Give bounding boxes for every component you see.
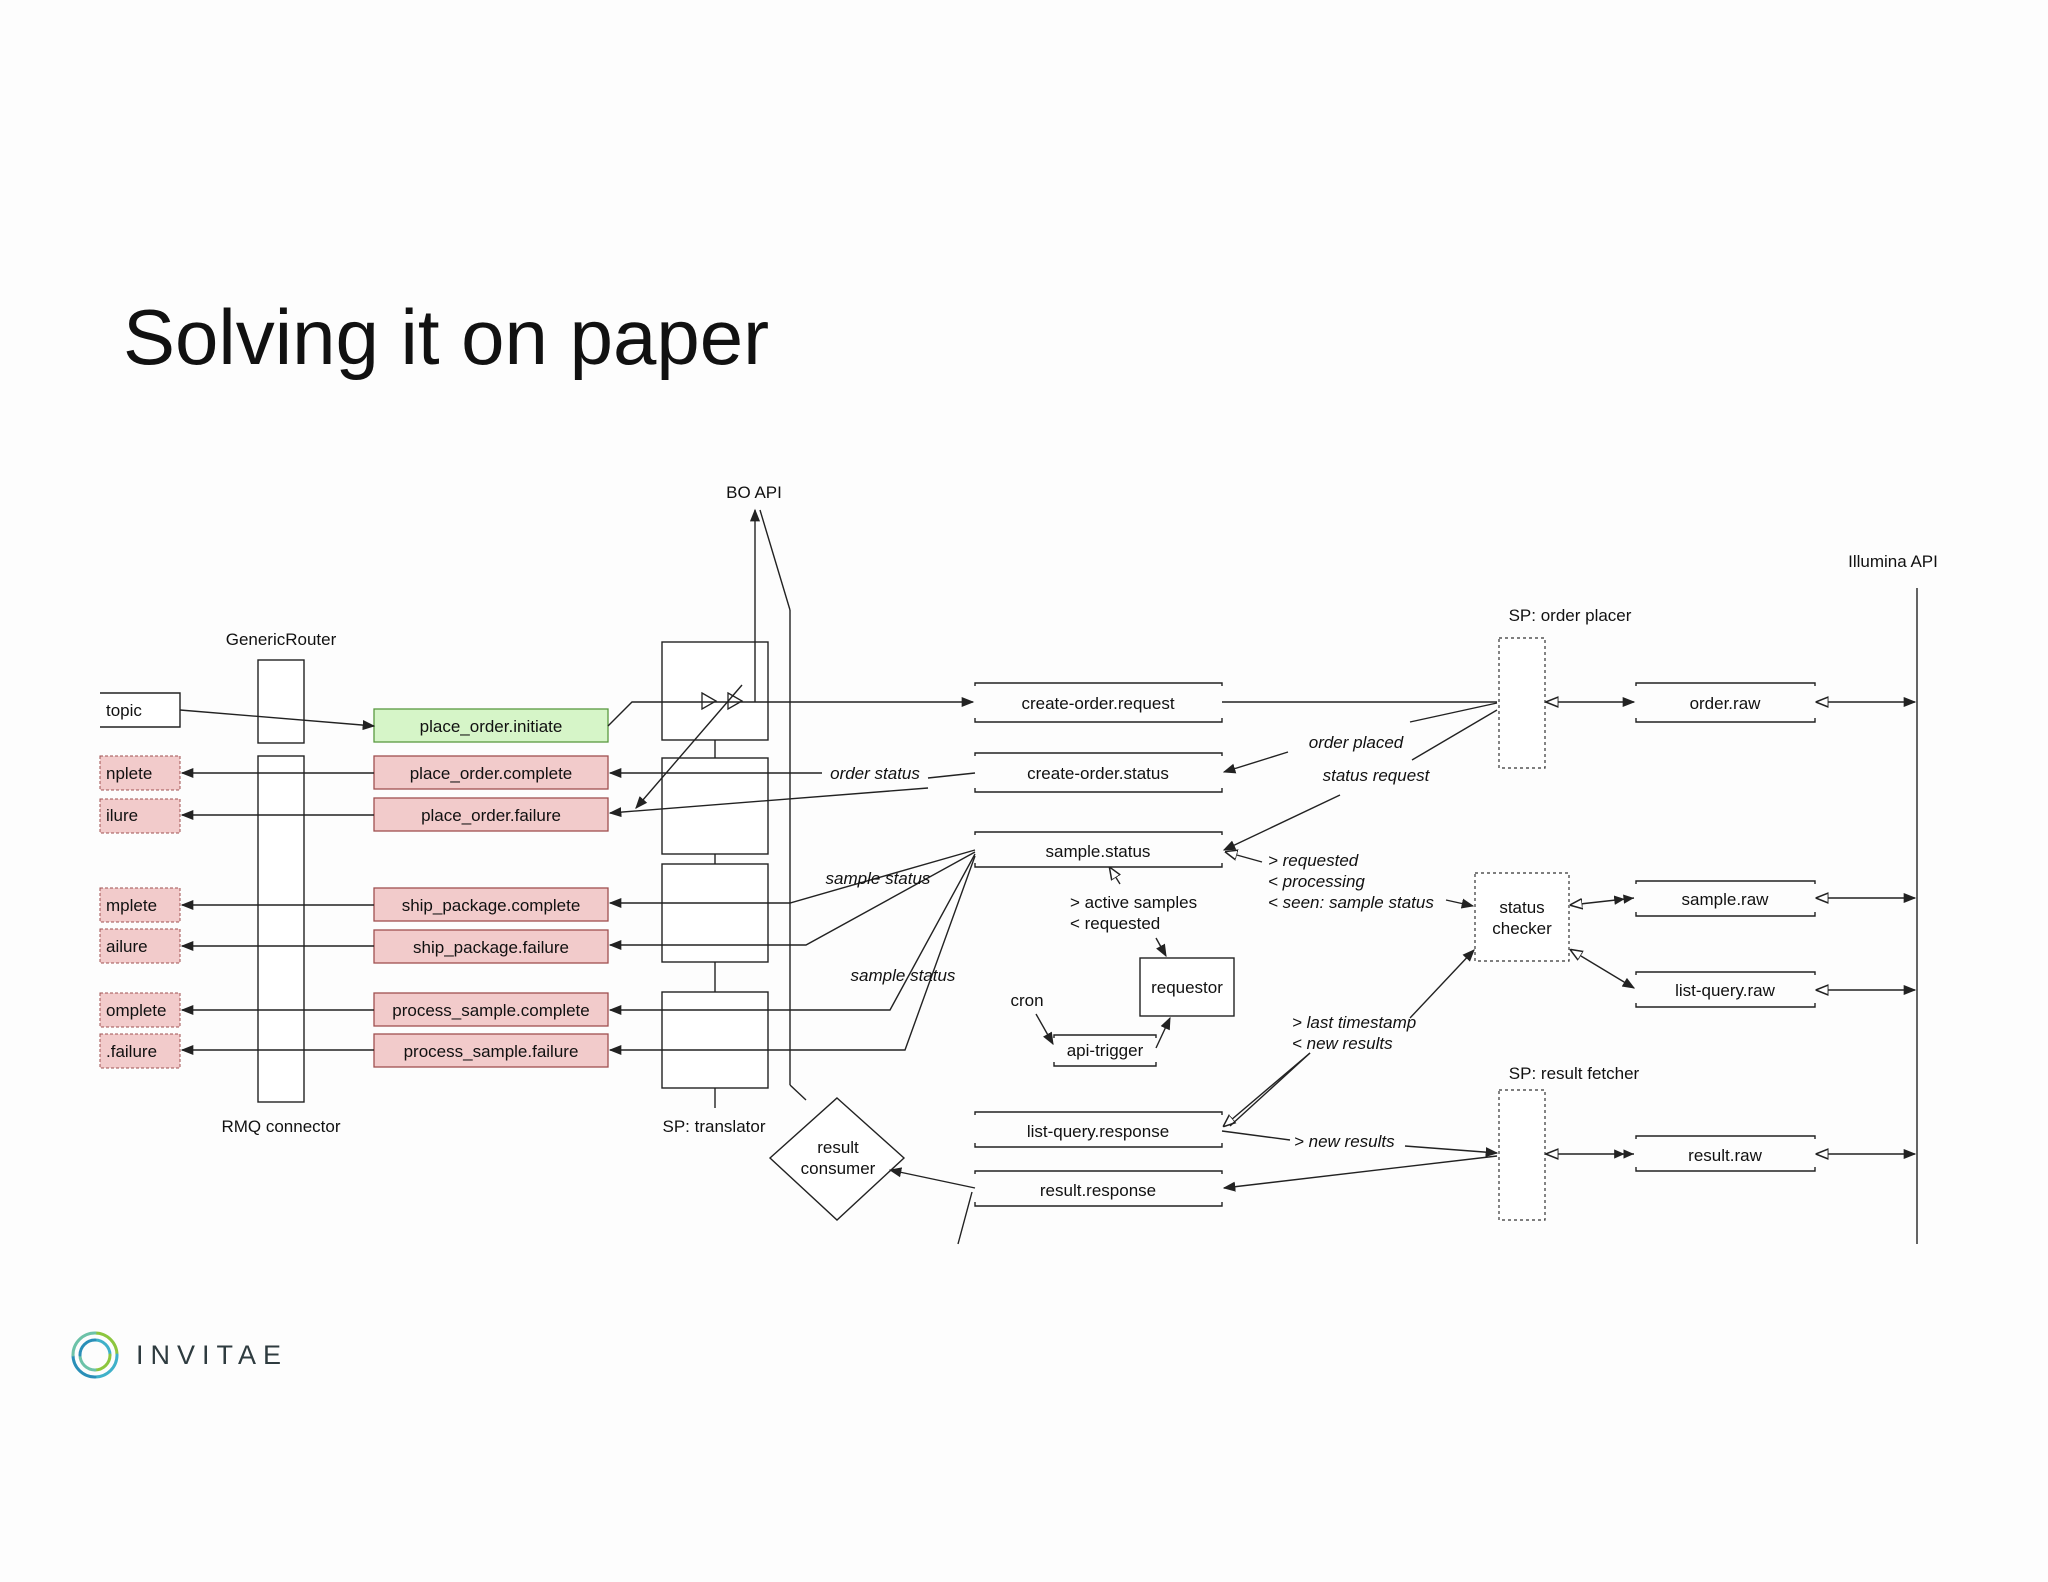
status-checker-label: status [1499,898,1544,917]
bo-api-label: BO API [726,483,782,502]
status-checker-label: checker [1492,919,1552,938]
queue-box [373,755,609,790]
generic-router-label: GenericRouter [226,630,337,649]
stub-label: nplete [106,764,152,783]
queue-label: ship_package.complete [402,896,581,915]
raw-topic-label: result.raw [1688,1146,1762,1165]
annotation: sample status [851,966,956,985]
api-trigger-label: api-trigger [1067,1041,1144,1060]
sp-translator-label: SP: translator [663,1117,766,1136]
queue-label: ship_package.failure [413,938,569,957]
translator-box [661,641,769,741]
annotation: order status [830,764,920,783]
result-consumer-diamond [768,1097,906,1221]
rmq-connector-label: RMQ connector [221,1117,340,1136]
sp-order-placer-label: SP: order placer [1509,606,1632,625]
translator-box [661,991,769,1089]
queue-label: place_order.initiate [420,717,563,736]
sp-result-fetcher-label: SP: result fetcher [1509,1064,1640,1083]
annotation: > active samples [1070,893,1197,912]
stream-label: create-order.status [1027,764,1169,783]
queue-label: place_order.failure [421,806,561,825]
stub-label: .failure [106,1042,157,1061]
annotation: < processing [1268,872,1365,891]
rmq-connector-box [257,755,305,1103]
stream-label: list-query.response [1027,1122,1169,1141]
annotation: order placed [1309,733,1404,752]
stub-label: ilure [106,806,138,825]
queue-box [373,1033,609,1068]
requestor-label: requestor [1151,978,1223,997]
generic-router-box [257,659,305,744]
queue-label: process_sample.complete [392,1001,589,1020]
requestor-box [1139,957,1235,1017]
raw-topic-label: list-query.raw [1675,981,1776,1000]
annotation: > last timestamp [1292,1013,1416,1032]
annotation: < requested [1070,914,1160,933]
queue-label: place_order.complete [410,764,573,783]
invitae-logo-text: INVITAE [136,1339,289,1370]
stub-label: mplete [106,896,157,915]
cron-label: cron [1010,991,1043,1010]
stream-label: result.response [1040,1181,1156,1200]
result-fetcher-box [1498,1089,1546,1221]
result-consumer-label: result [817,1138,859,1157]
raw-topic-label: order.raw [1690,694,1762,713]
stream-label: sample.status [1046,842,1151,861]
result-consumer-label: consumer [801,1159,876,1178]
queue-box [373,887,609,922]
status-checker-box [1474,872,1570,962]
annotation: > requested [1268,851,1359,870]
stub-label: omplete [106,1001,166,1020]
annotation: sample status [826,869,931,888]
stub-label: ailure [106,937,148,956]
order-placer-box [1498,637,1546,769]
stub-label: topic [106,701,142,720]
slide-title: Solving it on paper [123,293,770,381]
invitae-logo-icon [71,1331,119,1379]
api-trigger-box [1053,1034,1157,1067]
illumina-api-label: Illumina API [1848,552,1938,571]
invitae-logo: INVITAE [68,1328,288,1382]
stream-box [974,682,1816,1207]
annotation: status request [1323,766,1431,785]
translator-gate-icon [701,691,718,711]
raw-topic-label: sample.raw [1682,890,1770,909]
left-stub [99,692,181,1069]
annotation: < seen: sample status [1268,893,1434,912]
translator-box [661,863,769,963]
queue-box [373,929,609,964]
annotation: < new results [1292,1034,1393,1053]
stream-label: create-order.request [1021,694,1174,713]
annotation: > new results [1294,1132,1395,1151]
queue-label: process_sample.failure [404,1042,579,1061]
